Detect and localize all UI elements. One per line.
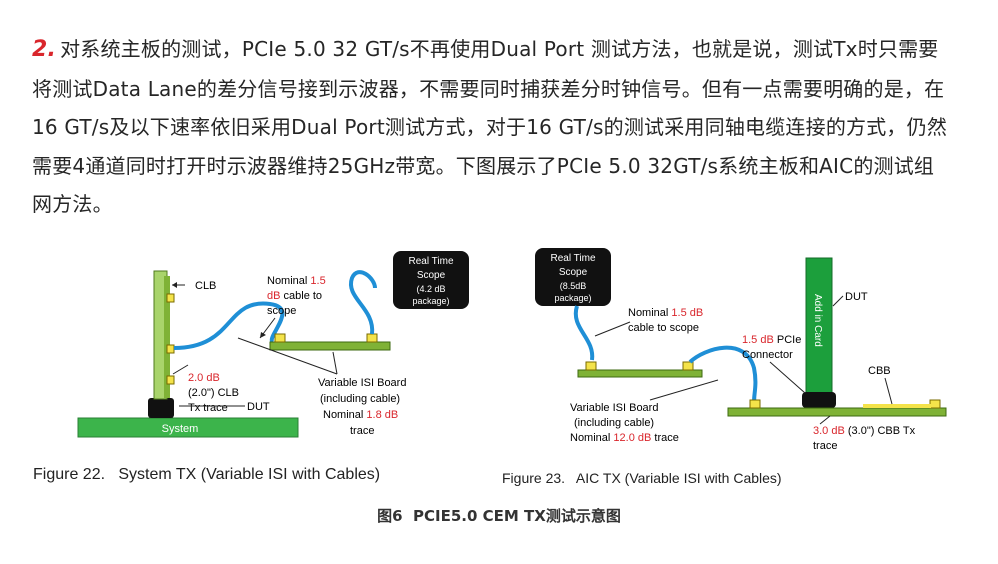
svg-text:Variable ISI Board: Variable ISI Board bbox=[318, 377, 406, 389]
svg-text:Nominal 1.5: Nominal 1.5 bbox=[267, 275, 326, 287]
svg-text:Nominal 1.5 dB: Nominal 1.5 dB bbox=[628, 307, 703, 319]
clb-cable bbox=[173, 301, 285, 350]
svg-text:trace: trace bbox=[350, 425, 374, 437]
svg-text:(8.5dB: (8.5dB bbox=[560, 281, 587, 291]
svg-text:dB cable to: dB cable to bbox=[267, 290, 322, 302]
svg-text:1.5 dB PCIe: 1.5 dB PCIe bbox=[742, 334, 801, 346]
svg-text:Add in Card: Add in Card bbox=[812, 294, 823, 347]
main-figure-caption: 图6 PCIE5.0 CEM TX测试示意图 bbox=[377, 507, 621, 525]
isi-board bbox=[577, 369, 703, 378]
figure-22-diagram: System CLB Real Time Scope (4.2 dB packa… bbox=[75, 238, 495, 448]
figure-22-caption: Figure 22. System TX (Variable ISI with … bbox=[33, 466, 381, 483]
real-time-scope bbox=[535, 248, 611, 306]
clb-label: CLB bbox=[195, 280, 216, 292]
svg-text:Nominal 1.8 dB: Nominal 1.8 dB bbox=[323, 409, 398, 421]
svg-text:trace: trace bbox=[813, 440, 837, 452]
real-time-scope bbox=[393, 251, 469, 309]
svg-text:cable to scope: cable to scope bbox=[628, 322, 699, 334]
card-connector bbox=[802, 392, 836, 408]
scope-cable bbox=[348, 270, 377, 335]
svg-text:Variable ISI Board: Variable ISI Board bbox=[570, 402, 658, 414]
svg-text:Real Time: Real Time bbox=[550, 253, 595, 264]
svg-text:2.0 dB: 2.0 dB bbox=[188, 372, 220, 384]
cbb-board bbox=[727, 407, 947, 417]
svg-text:(2.0") CLB: (2.0") CLB bbox=[188, 387, 239, 399]
isi-board bbox=[269, 341, 391, 351]
svg-text:Tx trace: Tx trace bbox=[188, 402, 228, 414]
svg-text:DUT: DUT bbox=[845, 291, 868, 303]
body-paragraph: 2.对系统主板的测试，PCIe 5.0 32 GT/s不再使用Dual Port… bbox=[32, 30, 952, 224]
paragraph-number: 2. bbox=[32, 37, 57, 62]
scope-line-1: Scope bbox=[417, 270, 446, 281]
svg-text:Connector: Connector bbox=[742, 349, 793, 361]
system-label: System bbox=[162, 423, 199, 435]
scope-line-3: package) bbox=[412, 296, 449, 306]
svg-text:(including cable): (including cable) bbox=[320, 393, 400, 405]
cbb-cable bbox=[688, 345, 758, 405]
svg-text:(including cable): (including cable) bbox=[574, 417, 654, 429]
svg-text:Scope: Scope bbox=[559, 267, 588, 278]
svg-text:DUT: DUT bbox=[247, 401, 270, 413]
svg-text:CBB: CBB bbox=[868, 365, 891, 377]
scope-line-2: (4.2 dB bbox=[416, 284, 445, 294]
svg-text:package): package) bbox=[554, 293, 591, 303]
svg-text:3.0 dB (3.0") CBB Tx: 3.0 dB (3.0") CBB Tx bbox=[813, 425, 916, 437]
paragraph-text: 对系统主板的测试，PCIe 5.0 32 GT/s不再使用Dual Port 测… bbox=[32, 37, 948, 216]
dut-chip bbox=[148, 398, 174, 418]
figure-23-diagram: Real Time Scope (8.5dB package) Add in C… bbox=[530, 238, 955, 458]
scope-cable bbox=[573, 305, 595, 361]
svg-text:scope: scope bbox=[267, 305, 296, 317]
figure-23-caption: Figure 23. AIC TX (Variable ISI with Cab… bbox=[502, 470, 782, 486]
system-board bbox=[77, 417, 299, 438]
svg-text:Nominal 12.0 dB trace: Nominal 12.0 dB trace bbox=[570, 432, 679, 444]
scope-line-0: Real Time bbox=[408, 256, 453, 267]
